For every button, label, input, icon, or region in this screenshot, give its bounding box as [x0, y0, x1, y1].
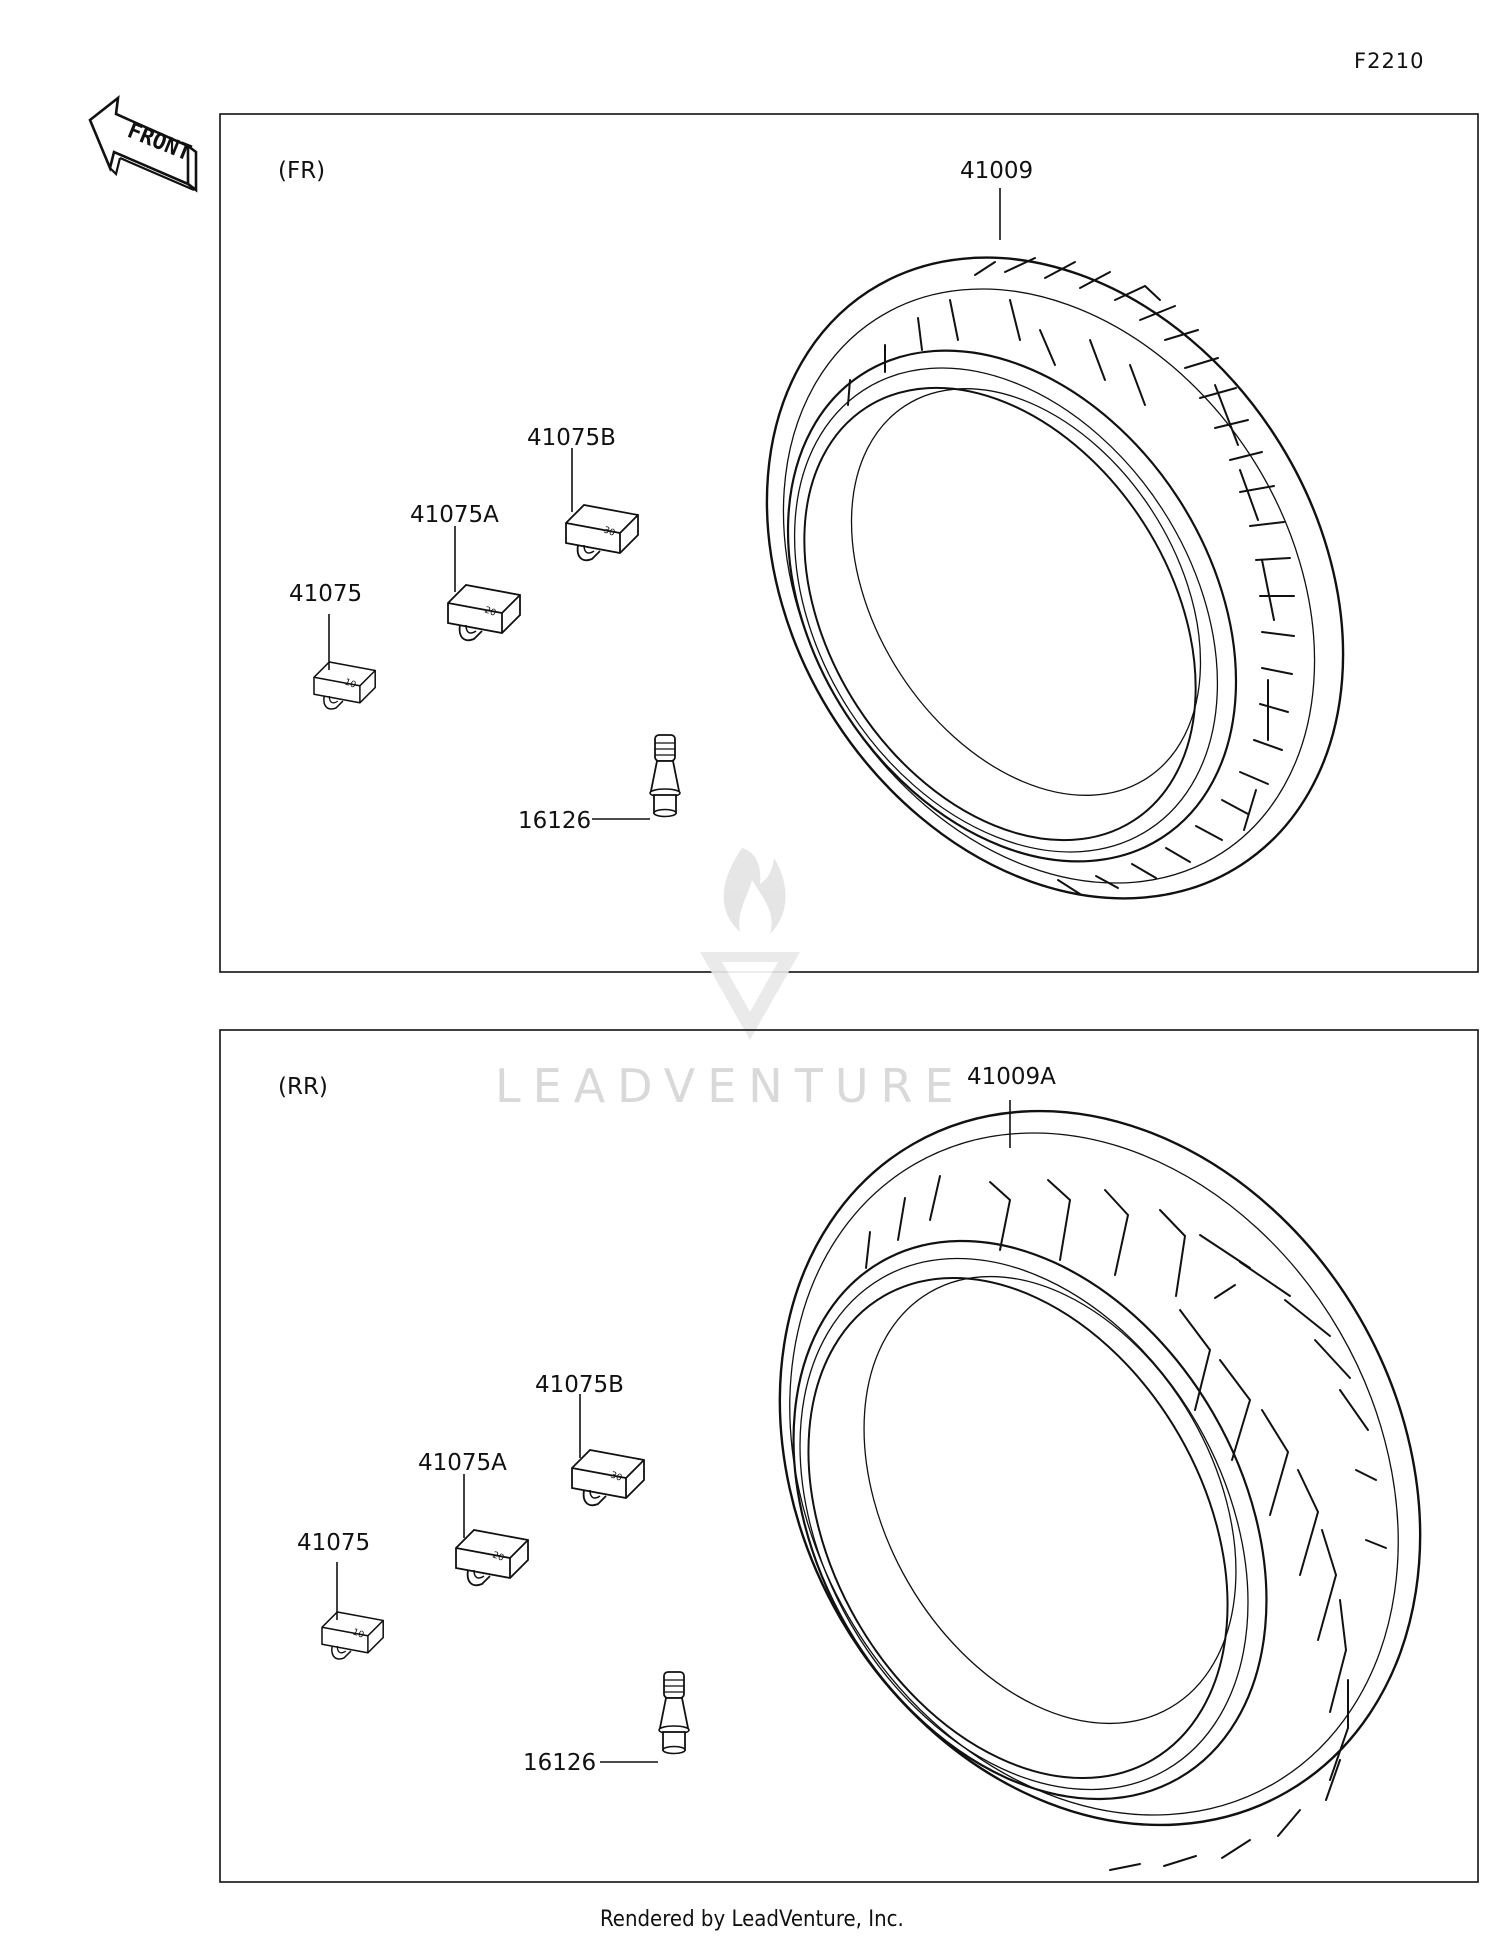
weight-mark: 20	[483, 605, 497, 618]
part-label-41075[interactable]: 41075	[289, 581, 362, 607]
part-label-41075B[interactable]: 41075B	[535, 1372, 624, 1398]
part-label-41075B[interactable]: 41075B	[527, 425, 616, 451]
panel-border	[219, 1029, 1479, 1883]
part-label-16126[interactable]: 16126	[518, 808, 591, 834]
section-label: (RR)	[278, 1074, 328, 1100]
weight-mark: 10	[351, 1627, 365, 1640]
part-label-41075[interactable]: 41075	[297, 1530, 370, 1556]
footer-credit: Rendered by LeadVenture, Inc.	[600, 1907, 904, 1932]
valve-stem-16126[interactable]	[658, 1671, 690, 1755]
part-label-41075A[interactable]: 41075A	[418, 1450, 507, 1476]
part-label-41009[interactable]: 41009	[960, 158, 1033, 184]
weight-mark: 30	[609, 1470, 623, 1483]
weight-mark: 20	[491, 1550, 505, 1563]
front-tire-41009[interactable]	[649, 148, 1461, 1007]
balance-weight-41075B[interactable]	[571, 1449, 645, 1507]
part-label-41075A[interactable]: 41075A	[410, 502, 499, 528]
watermark-logo	[700, 848, 800, 1040]
weight-mark: 30	[602, 525, 616, 538]
part-label-16126[interactable]: 16126	[523, 1750, 596, 1776]
watermark-text: LEADVENTURE	[495, 1059, 966, 1113]
rear-tire-panel: (RR) 41009	[219, 994, 1500, 1938]
part-label-41009A[interactable]: 41009A	[967, 1064, 1056, 1090]
section-label: (FR)	[278, 158, 325, 184]
valve-stem-16126[interactable]	[649, 734, 681, 818]
front-tire-panel: (FR)	[219, 113, 1479, 1007]
rear-tire-41009A[interactable]	[653, 994, 1500, 1938]
weight-mark: 10	[343, 677, 357, 690]
front-arrow-icon: FRONT	[88, 95, 198, 193]
panel-border	[219, 113, 1479, 973]
diagram-code: F2210	[1354, 49, 1425, 73]
